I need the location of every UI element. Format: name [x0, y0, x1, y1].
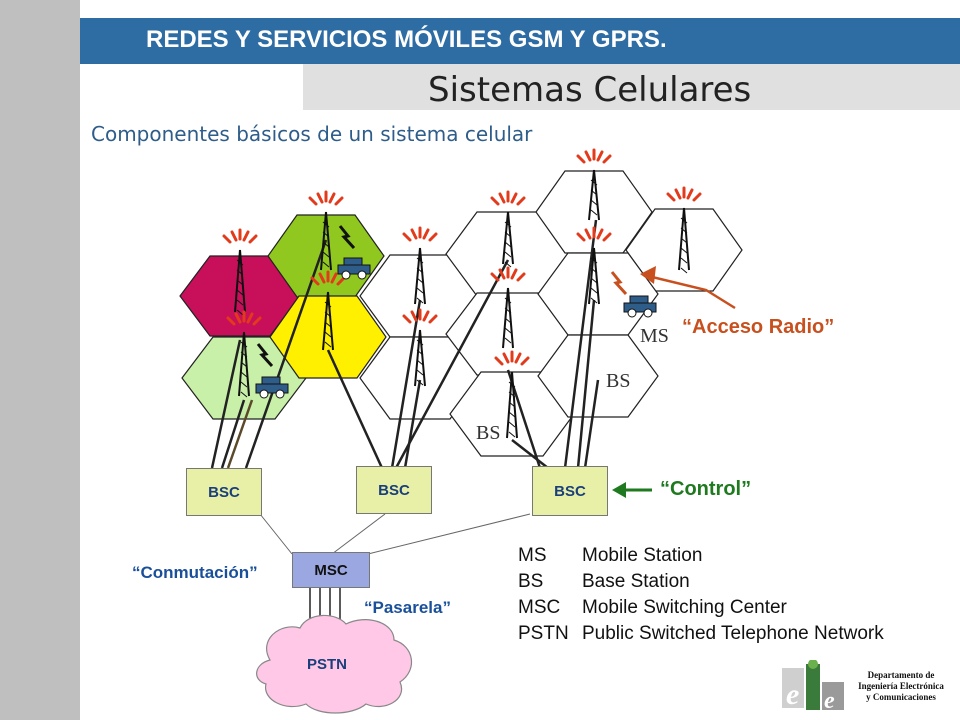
svg-text:e: e [786, 678, 799, 711]
pasarela-label: “Pasarela” [364, 598, 451, 617]
control-arrow [612, 482, 652, 498]
course-title: REDES Y SERVICIOS MÓVILES GSM Y GPRS. [146, 26, 667, 53]
bsc-box-3: BSC [532, 466, 608, 516]
msc-label: MSC [314, 561, 348, 579]
header-band [80, 18, 960, 64]
ms-link [226, 399, 254, 469]
conmutacion-label: “Conmutación” [132, 563, 258, 582]
radio-link-icon [338, 225, 356, 250]
bs-towers [222, 148, 702, 439]
bs-tower-icon [494, 350, 530, 439]
bs-tower-icon [666, 186, 702, 274]
left-sidebar-bar [0, 0, 80, 720]
bs-tower-icon [576, 148, 612, 221]
eie-logo: e e [782, 660, 844, 714]
slide-title: Sistemas Celulares [428, 70, 752, 110]
bs-tower-icon [490, 266, 526, 349]
acceso-radio-arrow [640, 266, 736, 310]
cell-hexagon [537, 334, 659, 418]
bsc-label: BSC [554, 482, 586, 500]
mobile-station-car-icon [255, 376, 289, 399]
bs-tower-icon [308, 190, 344, 271]
pstn-cloud [256, 614, 413, 714]
bs-tower-icon [222, 228, 258, 316]
bsc-to-msc-links [259, 513, 531, 555]
bs-tower-icon [402, 308, 438, 387]
mobile-stations [255, 225, 657, 399]
title-band [303, 64, 960, 110]
slide-subtitle: Componentes básicos de un sistema celula… [91, 122, 533, 146]
mobile-station-car-icon [623, 295, 657, 318]
radio-link-icon [256, 343, 274, 368]
bsc-box-2: BSC [356, 466, 432, 514]
bs-tower-icon [310, 270, 346, 351]
control-label: “Control” [660, 478, 752, 500]
svg-text:e: e [824, 688, 835, 714]
bs-label-left: BS [476, 422, 501, 444]
bs-tower-icon [490, 190, 526, 268]
bs-tower-icon [576, 226, 612, 305]
acceso-radio-label: “Acceso Radio” [682, 316, 835, 338]
bs-label-right: BS [606, 370, 631, 392]
pstn-label: PSTN [307, 656, 348, 673]
bsc-label: BSC [378, 481, 410, 499]
msc-box: MSC [292, 552, 370, 588]
ms-label: MS [640, 325, 669, 347]
bsc-box-1: BSC [186, 468, 262, 516]
mobile-station-car-icon [337, 257, 371, 280]
radio-link-icon [610, 271, 628, 296]
cell-hexagon [267, 214, 385, 298]
department-name: Departamento de Ingeniería Electrónica y… [858, 670, 944, 702]
bsc-label: BSC [208, 483, 240, 501]
bs-tower-icon [226, 310, 262, 398]
bs-tower-icon [402, 226, 438, 305]
